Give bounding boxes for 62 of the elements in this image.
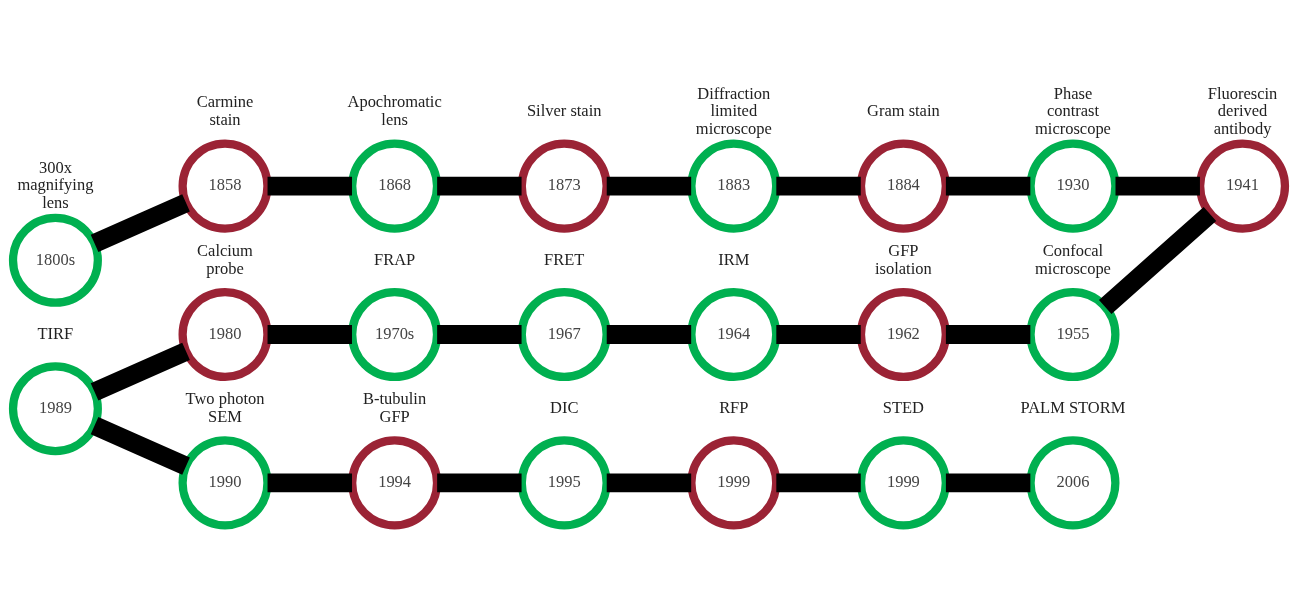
node-circle: 1994: [348, 436, 442, 530]
node-circle: 1941: [1196, 139, 1290, 233]
node-label: DIC: [550, 398, 579, 418]
node-circle: 1930: [1026, 139, 1120, 233]
node-circle: 1955: [1026, 288, 1120, 381]
node-label: STED: [882, 398, 924, 418]
node-circle: 1873: [517, 139, 611, 233]
node-circle: 1884: [856, 139, 950, 233]
node-label: Calcium probe: [197, 240, 253, 278]
node-label: FRAP: [374, 249, 416, 269]
node-label: Phase contrast microscope: [1035, 83, 1111, 138]
node-label: 300x magnifying lens: [17, 157, 94, 213]
connector: [437, 325, 522, 344]
connector: [606, 325, 692, 344]
node-label: Fluorescin derived antibody: [1207, 83, 1278, 138]
node-label: FRET: [544, 249, 585, 269]
node-label: PALM STORM: [1020, 398, 1126, 418]
node-label: RFP: [719, 398, 749, 418]
connector: [776, 473, 861, 493]
node-label: Silver stain: [526, 101, 602, 121]
connector: [945, 176, 1031, 196]
connector: [90, 194, 190, 253]
connector: [606, 176, 692, 196]
node-label: Two photon SEM: [185, 389, 265, 426]
node-circle: 1995: [517, 436, 611, 530]
node-label: Diffraction limited microscope: [695, 83, 772, 138]
connector: [945, 325, 1031, 344]
connector: [606, 473, 692, 493]
node-label: Confocal microscope: [1035, 240, 1111, 278]
node-circle: 1800s: [8, 213, 102, 307]
node-circle: 1989: [8, 362, 102, 456]
node-circle: 1980: [178, 288, 272, 381]
node-label: Apochromatic lens: [347, 92, 442, 130]
node-label: B-tubulin GFP: [363, 389, 427, 426]
node-circle: 1868: [348, 139, 442, 233]
node-circle: 1962: [856, 288, 950, 381]
connector: [90, 342, 190, 401]
node-label: Gram stain: [867, 101, 940, 121]
node-label: Carmine stain: [196, 92, 254, 130]
connector: [267, 473, 352, 493]
connector: [437, 176, 522, 196]
node-circle: 1990: [178, 436, 272, 530]
connector: [1098, 207, 1217, 314]
node-circle: 1970s: [348, 288, 442, 381]
node-circle: 1964: [687, 288, 781, 381]
node-label: GFP isolation: [875, 240, 932, 278]
connector: [945, 473, 1031, 493]
connector: [776, 176, 861, 196]
node-circle: 1999: [856, 436, 950, 530]
node-label: TIRF: [37, 323, 74, 343]
connector: [776, 325, 861, 344]
node-circle: 1858: [178, 139, 272, 233]
connector: [267, 176, 352, 196]
node-circle: 1999: [687, 436, 781, 530]
node-circle: 1883: [687, 139, 781, 233]
node-circle: 1967: [517, 288, 611, 381]
connector: [267, 325, 352, 344]
node-circle: 2006: [1026, 436, 1120, 530]
connector: [1115, 176, 1200, 196]
connector: [90, 416, 190, 475]
connector: [437, 473, 522, 493]
node-label: IRM: [718, 249, 750, 269]
